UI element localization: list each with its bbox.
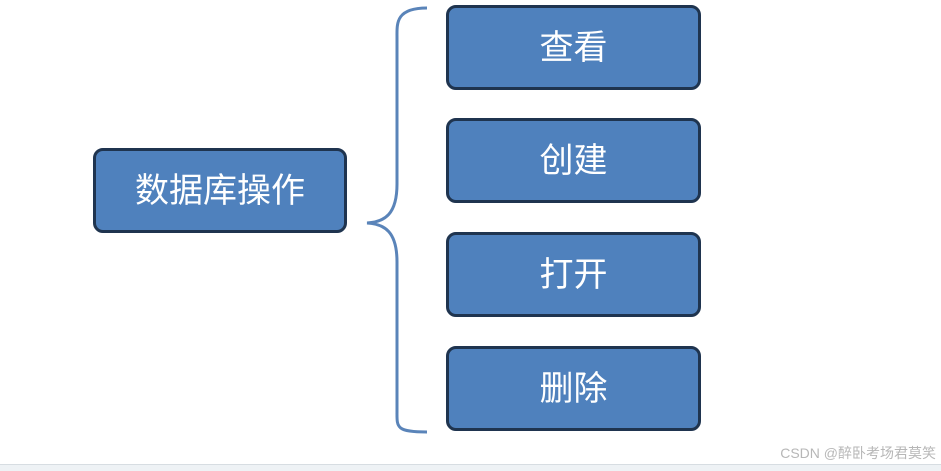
brace-path: [366, 6, 428, 434]
child-label-create: 创建: [539, 140, 608, 181]
child-node-create: 创建: [446, 118, 701, 203]
child-node-open: 打开: [446, 232, 701, 317]
brace-connector: [366, 6, 428, 434]
child-label-open: 打开: [539, 254, 608, 295]
child-label-delete: 删除: [539, 368, 608, 409]
bottom-strip: [0, 464, 941, 471]
watermark-text: CSDN @醉卧考场君莫笑: [780, 445, 936, 461]
child-node-delete: 删除: [446, 346, 701, 431]
root-node: 数据库操作: [93, 148, 347, 233]
child-node-view: 查看: [446, 5, 701, 90]
child-label-view: 查看: [539, 27, 608, 68]
root-label: 数据库操作: [135, 170, 305, 211]
